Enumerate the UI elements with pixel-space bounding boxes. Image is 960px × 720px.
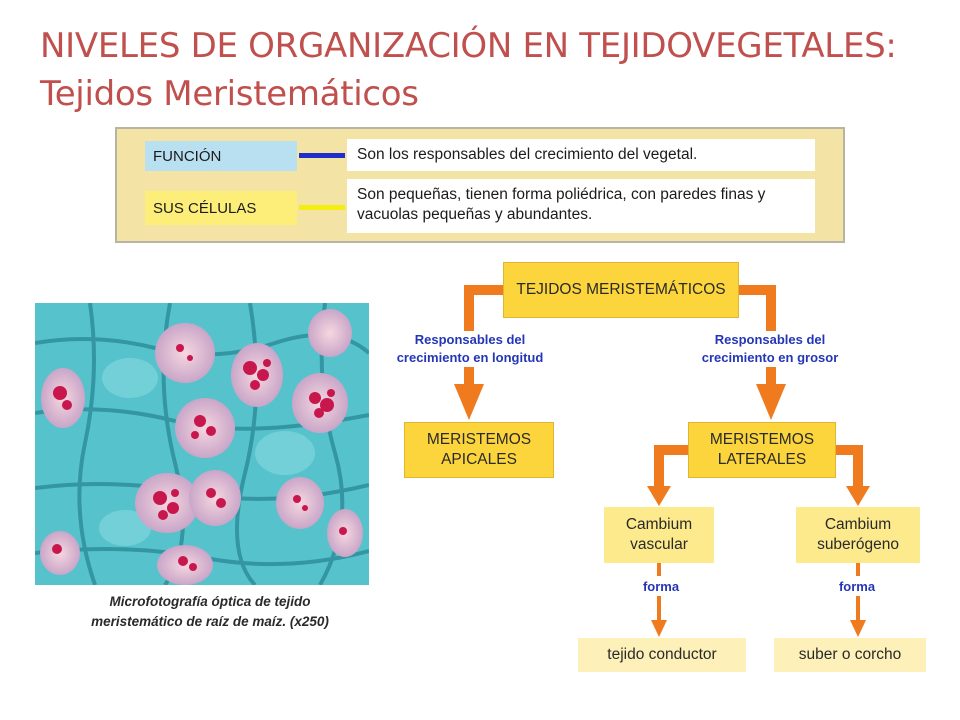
meristem-micrograph (35, 303, 369, 585)
arrowhead-lateral (756, 384, 786, 420)
arrowhead-cambium-suberogeno (846, 486, 870, 506)
connector-lateral-left (654, 445, 689, 488)
micrograph-caption-line2: meristemático de raíz de maíz. (x250) (91, 614, 329, 629)
function-tag: FUNCIÓN (145, 141, 297, 171)
info-panel: FUNCIÓN Son los responsables del crecimi… (115, 127, 845, 243)
arrowhead-suber (850, 620, 866, 637)
connector-label-grosor: Responsables del crecimiento en grosor (690, 331, 850, 367)
function-connector-bar (299, 153, 345, 158)
cells-description: Son pequeñas, tienen forma poliédrica, c… (347, 179, 815, 233)
connector-label-longitud: Responsables del crecimiento en longitud (385, 331, 555, 367)
cells-connector-bar (299, 205, 345, 210)
micrograph-caption: Microfotografía óptica de tejido meriste… (40, 592, 380, 632)
cells-tag: SUS CÉLULAS (145, 191, 297, 225)
connector-label-forma-2: forma (832, 578, 882, 596)
node-tejido-conductor: tejido conductor (578, 638, 746, 672)
connector-lateral-right (835, 445, 863, 488)
node-meristemos-laterales: MERISTEMOS LATERALES (688, 422, 836, 478)
arrowhead-tejido-conductor (651, 620, 667, 637)
micrograph-caption-line1: Microfotografía óptica de tejido (109, 594, 311, 609)
function-description: Son los responsables del crecimiento del… (347, 139, 815, 171)
node-cambium-suberogeno: Cambium suberógeno (796, 507, 920, 563)
arrowhead-apical (454, 384, 484, 420)
node-meristemos-apicales: MERISTEMOS APICALES (404, 422, 554, 478)
node-suber-corcho: suber o corcho (774, 638, 926, 672)
node-cambium-vascular: Cambium vascular (604, 507, 714, 563)
connector-label-forma-1: forma (636, 578, 686, 596)
arrowhead-cambium-vascular (647, 486, 671, 506)
slide-title: NIVELES DE ORGANIZACIÓN EN TEJIDOVEGETAL… (40, 22, 940, 118)
slide-title-line2: Tejidos Meristemáticos (40, 74, 419, 114)
slide-title-line1: NIVELES DE ORGANIZACIÓN EN TEJIDOVEGETAL… (40, 26, 897, 66)
root-node: TEJIDOS MERISTEMÁTICOS (503, 262, 739, 318)
